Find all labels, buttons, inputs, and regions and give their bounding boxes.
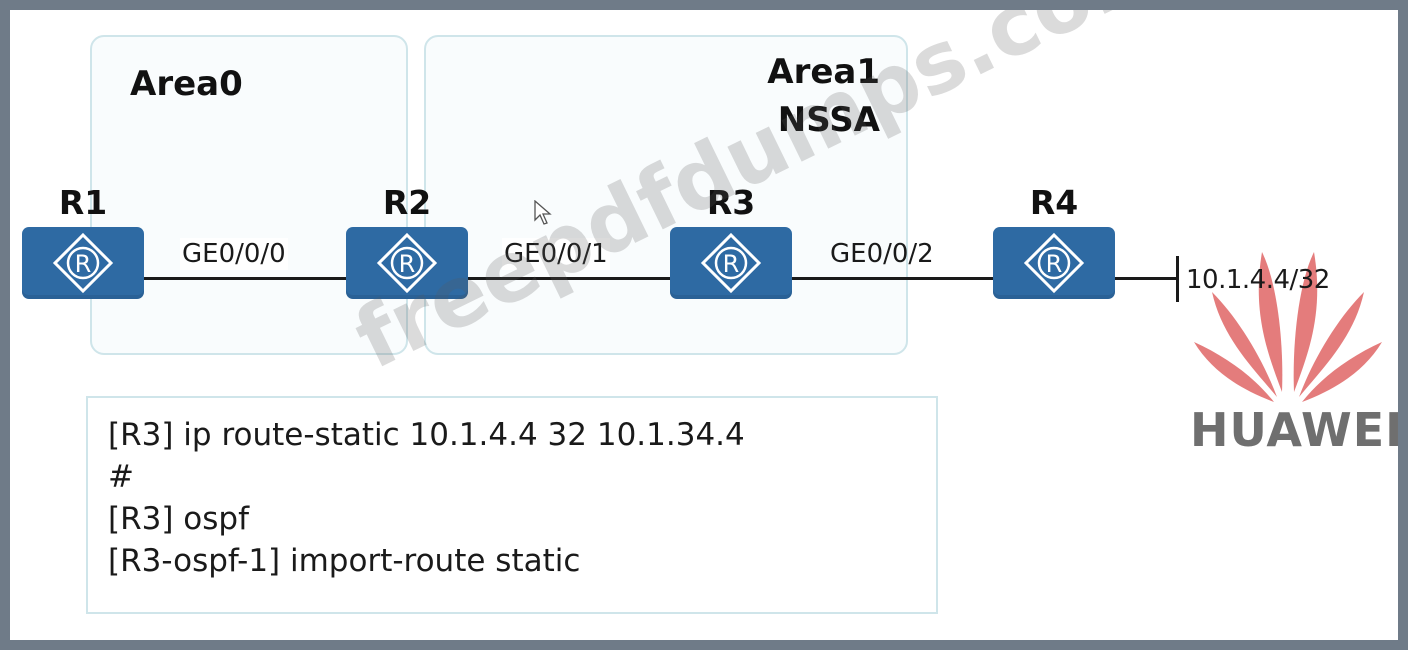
interface-label-r2-r3: GE0/0/1 [502,238,610,270]
area1-type-label: NSSA [777,100,880,140]
router-r1-name: R1 [58,183,108,222]
config-line: [R3] ip route-static 10.1.4.4 32 10.1.34… [108,417,745,453]
router-r4-name: R4 [1029,183,1079,222]
mouse-cursor-icon [534,200,552,225]
area1-region [424,35,908,355]
router-r2[interactable]: R [346,227,468,299]
area1-label: Area1 [767,52,880,92]
interface-label-r3-r4: GE0/0/2 [830,239,934,269]
config-box: [R3] ip route-static 10.1.4.4 32 10.1.34… [86,396,938,614]
link-r1-r2 [140,277,360,280]
interface-label-r1-r2: GE0/0/0 [180,238,288,270]
router-icon: R [700,232,762,294]
router-symbol: R [1046,250,1063,278]
area0-label: Area0 [130,64,243,104]
network-prefix-label: 10.1.4.4/32 [1186,265,1330,295]
huawei-logo-text: HUAWEI [1190,403,1398,457]
config-line: # [108,459,134,495]
network-stub-marker [1176,256,1179,302]
link-r2-r3 [464,277,684,280]
router-symbol: R [723,250,740,278]
router-r2-name: R2 [382,183,432,222]
area0-region [90,35,408,355]
config-line: [R3] ospf [108,501,250,537]
router-icon: R [52,232,114,294]
link-r3-r4 [788,277,1008,280]
router-r3[interactable]: R [670,227,792,299]
router-symbol: R [399,250,416,278]
huawei-logo-icon [1194,252,1382,402]
link-r4-stub [1111,277,1179,280]
router-r4[interactable]: R [993,227,1115,299]
router-symbol: R [75,250,92,278]
router-icon: R [1023,232,1085,294]
config-line: [R3-ospf-1] import-route static [108,543,581,579]
router-r1[interactable]: R [22,227,144,299]
topology-diagram: Area0 Area1 NSSA GE0/0/0 GE0/0/1 GE0/0/2… [10,10,1398,640]
router-r3-name: R3 [706,183,756,222]
router-icon: R [376,232,438,294]
